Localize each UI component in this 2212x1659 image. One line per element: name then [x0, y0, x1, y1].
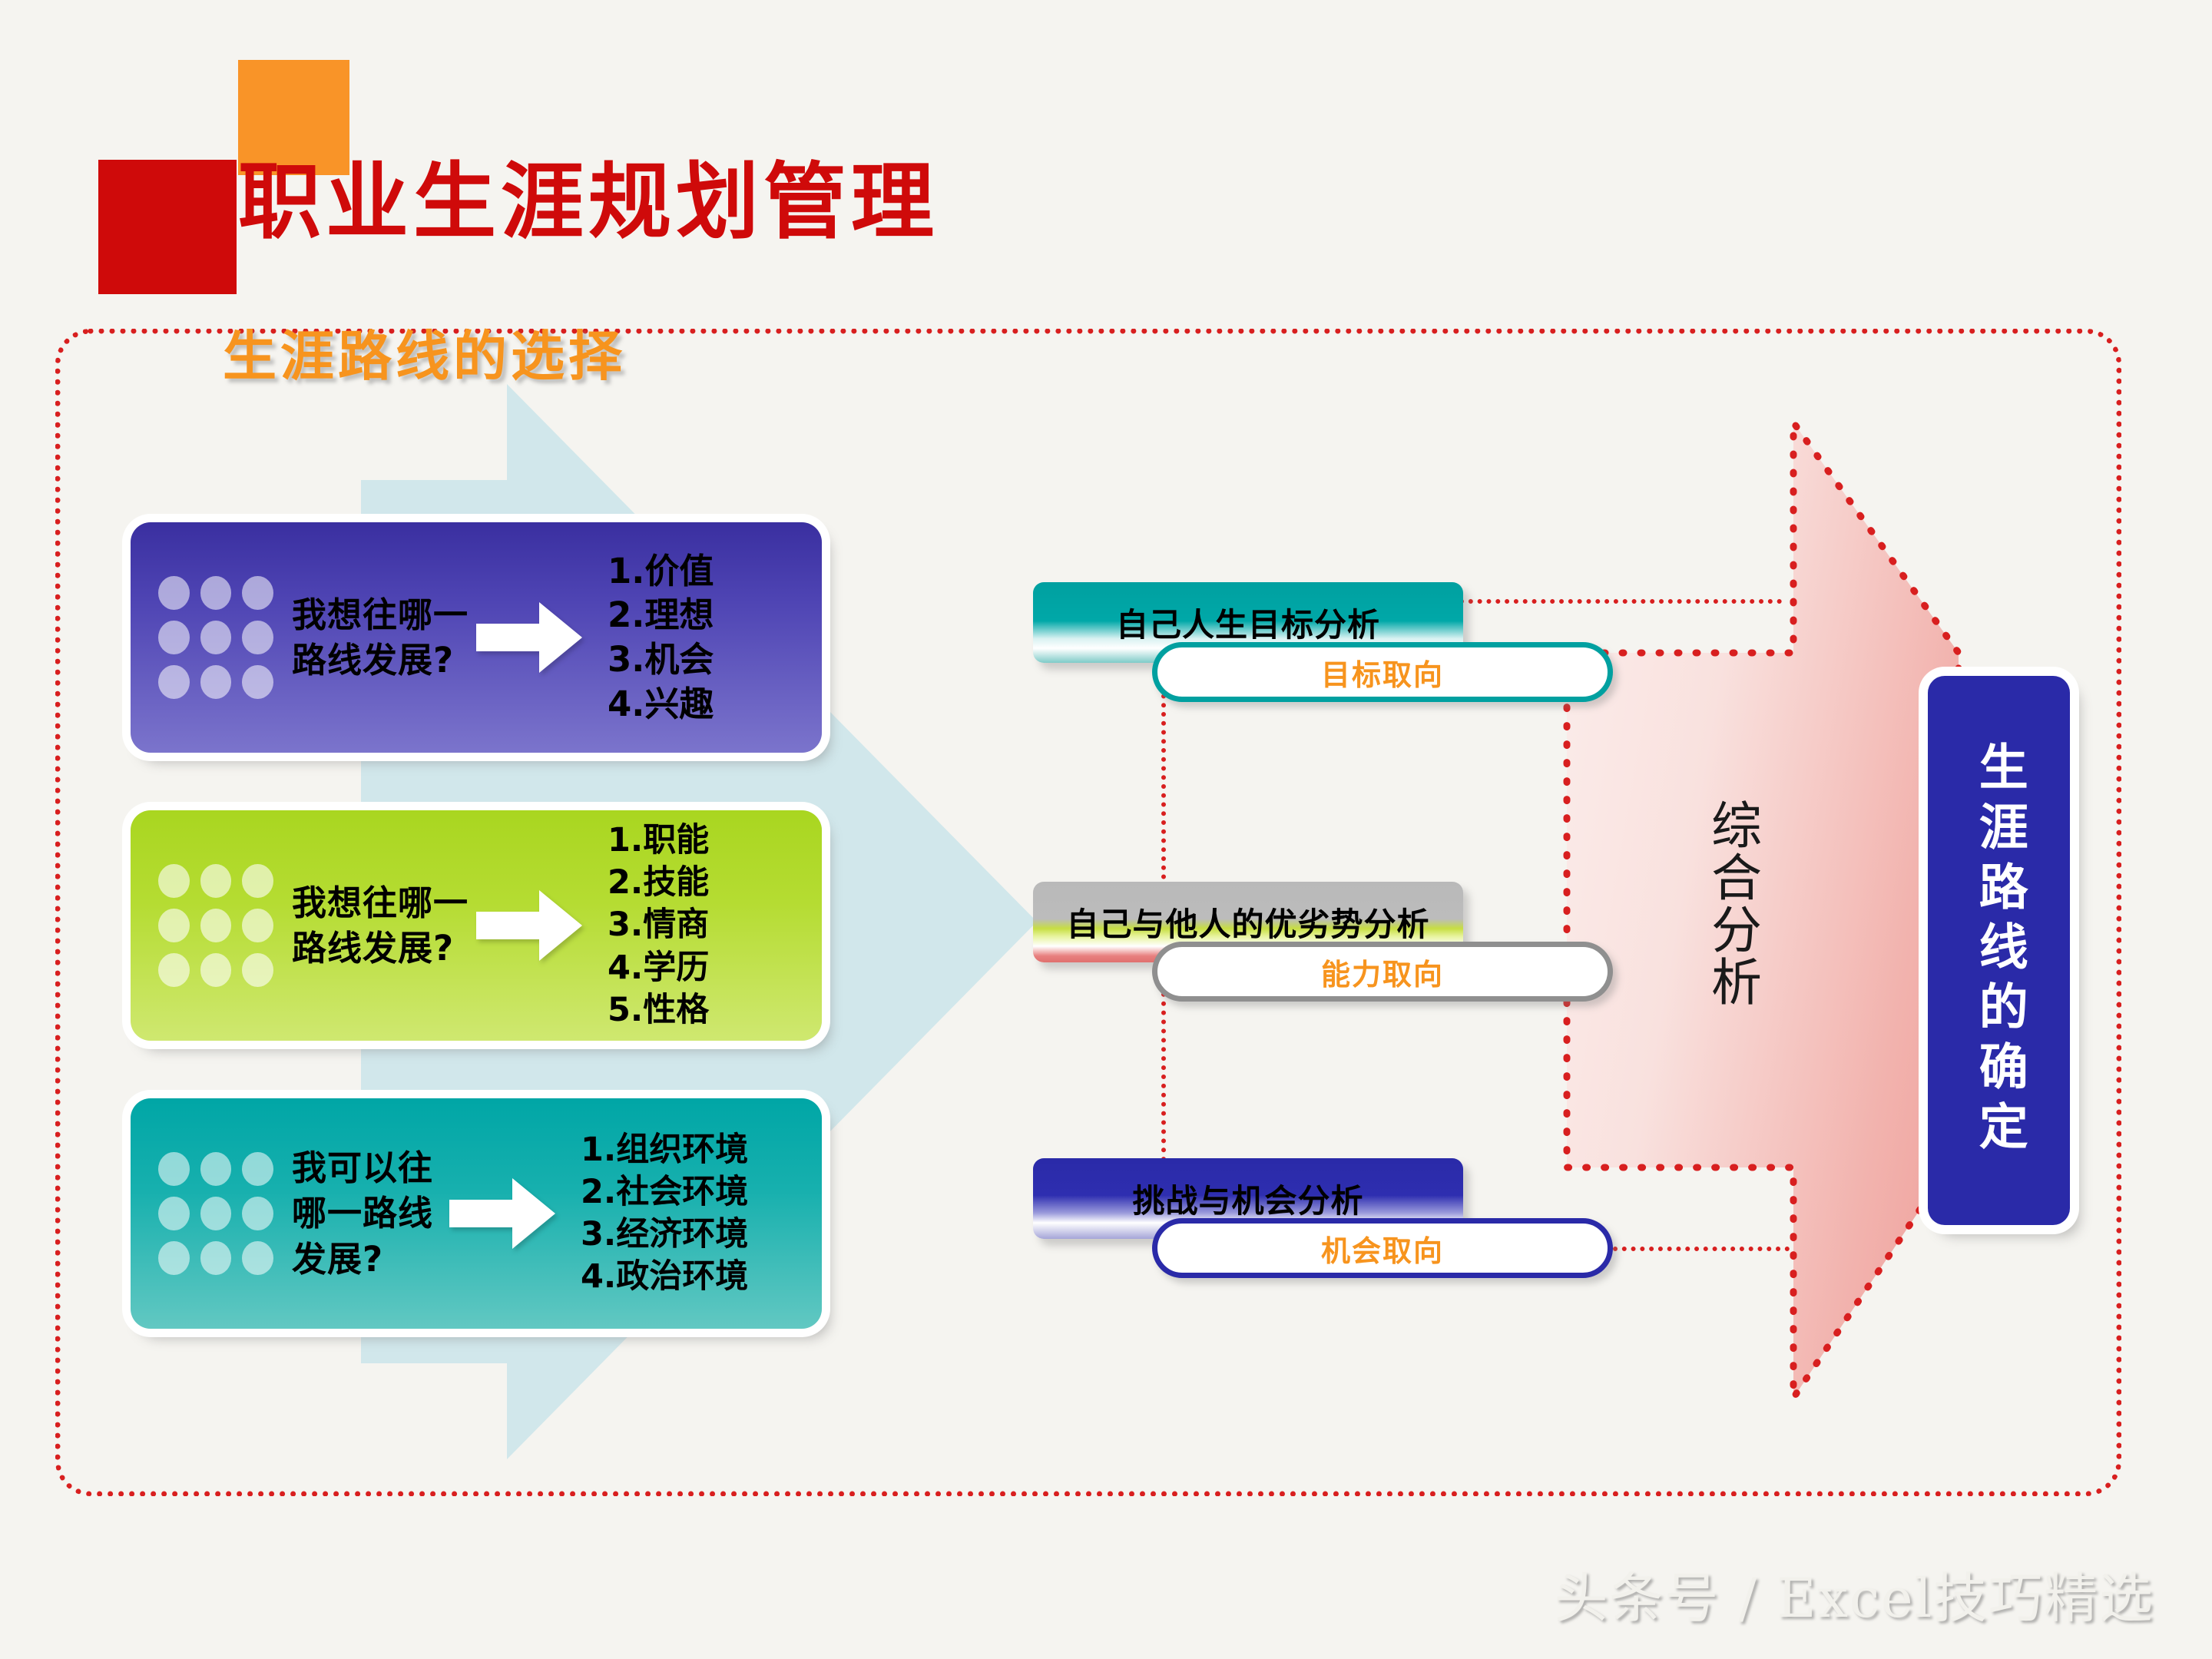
orange-square-decoration [238, 60, 349, 175]
connector-line-top [1459, 599, 1782, 604]
status-badge: 能力取向 [1152, 942, 1613, 1002]
connector-line-bottom [1613, 1247, 1790, 1251]
left-box-question: 我想往哪一路线发展? [292, 882, 469, 969]
connector-line-vertical-1 [1161, 676, 1166, 906]
section-subtitle: 生涯路线的选择 [223, 325, 626, 388]
analysis-card-opportunity[interactable]: 挑战与机会分析 机会取向 [1033, 1158, 1613, 1278]
result-box-label: 生涯路线的确定 [1970, 740, 2028, 1161]
connector-line-vertical-2 [1161, 974, 1166, 1198]
left-box-question: 我想往哪一路线发展? [292, 594, 469, 680]
left-box-environment[interactable]: 我可以往哪一路线发展? 1.组织环境 2.社会环境 3.经济环境 4.政治环境 [131, 1098, 822, 1329]
result-box[interactable]: 生涯路线的确定 [1928, 676, 2070, 1225]
analysis-card-ability[interactable]: 自己与他人的优劣势分析 能力取向 [1033, 882, 1613, 1002]
left-box-question: 我可以往哪一路线发展? [292, 1147, 434, 1280]
watermark-footer: 头条号 / Excel技巧精选 [1554, 1567, 2154, 1630]
left-box-abilities[interactable]: 我想往哪一路线发展? 1.职能 2.技能 3.情商 4.学历 5.性格 [131, 810, 822, 1041]
dot-grid-icon [158, 1152, 273, 1275]
right-arrow-icon [472, 599, 588, 676]
status-badge: 目标取向 [1152, 642, 1613, 702]
dot-grid-icon [158, 576, 273, 699]
analysis-card-goal[interactable]: 自己人生目标分析 目标取向 [1033, 582, 1613, 702]
right-arrow-icon [472, 887, 588, 964]
red-square-decoration [98, 160, 237, 294]
left-box-items: 1.价值 2.理想 3.机会 4.兴趣 [608, 550, 714, 724]
content-frame [55, 329, 2121, 1496]
dot-grid-icon [158, 864, 273, 987]
left-box-items: 1.职能 2.技能 3.情商 4.学历 5.性格 [608, 821, 710, 1029]
page-title: 职业生涯规划管理 [238, 154, 939, 250]
status-badge: 机会取向 [1152, 1218, 1613, 1278]
left-box-items: 1.组织环境 2.社会环境 3.经济环境 4.政治环境 [581, 1130, 749, 1296]
left-box-values[interactable]: 我想往哪一路线发展? 1.价值 2.理想 3.机会 4.兴趣 [131, 522, 822, 753]
right-arrow-icon [445, 1175, 561, 1252]
synthesis-label: 综合分析 [1703, 799, 1762, 1008]
